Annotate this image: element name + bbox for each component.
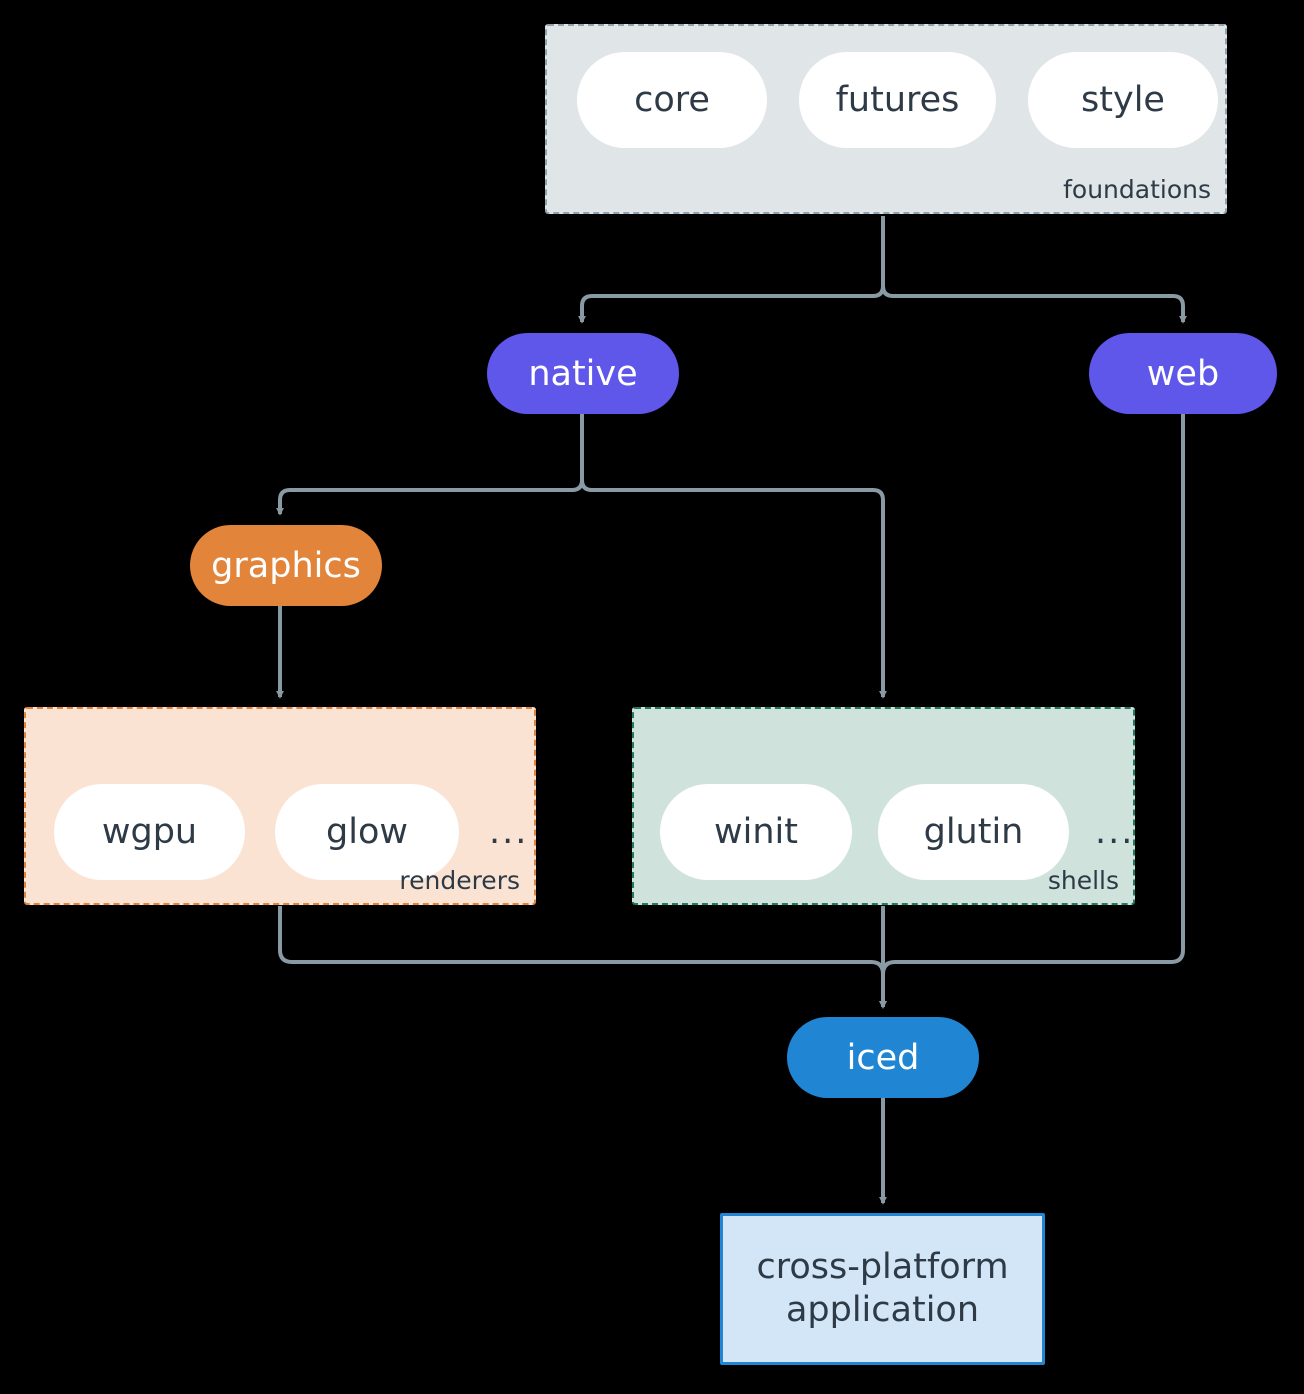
cluster-shells-label: shells [1047,866,1119,895]
node-core-label: core [634,80,710,120]
node-winit-label: winit [714,812,798,852]
node-style-label: style [1081,80,1165,120]
node-native[interactable]: native [487,333,679,414]
node-iced[interactable]: iced [787,1017,979,1098]
node-core[interactable]: core [577,52,767,148]
node-application-label-line1: cross-platform [756,1247,1009,1288]
node-wgpu[interactable]: wgpu [54,784,245,880]
node-futures[interactable]: futures [799,52,996,148]
edge-native-shells [580,414,887,699]
node-cross-platform-application[interactable]: cross-platform application [720,1213,1045,1365]
edge-native-graphics [276,414,584,516]
node-glutin[interactable]: glutin [878,784,1069,880]
shells-ellipsis: ... [1095,812,1135,852]
node-web-label: web [1146,353,1220,394]
node-application-label-line2: application [785,1290,980,1330]
node-iced-label: iced [846,1037,920,1078]
cluster-renderers-label: renderers [399,866,520,895]
node-wgpu-label: wgpu [101,812,198,852]
node-glutin-label: glutin [923,812,1024,852]
node-native-label: native [528,353,638,394]
cluster-renderers: wgpu glow ... renderers [24,707,536,905]
renderers-ellipsis: ... [489,812,529,852]
cluster-foundations: core futures style foundations [545,24,1227,214]
cluster-shells: winit glutin ... shells [632,707,1135,905]
node-graphics-label: graphics [211,545,361,586]
node-futures-label: futures [835,80,960,120]
node-glow[interactable]: glow [275,784,459,880]
node-web[interactable]: web [1089,333,1277,414]
cluster-foundations-label: foundations [1063,175,1211,204]
node-graphics[interactable]: graphics [190,525,382,606]
node-style[interactable]: style [1028,52,1218,148]
node-glow-label: glow [326,812,408,852]
node-winit[interactable]: winit [660,784,852,880]
